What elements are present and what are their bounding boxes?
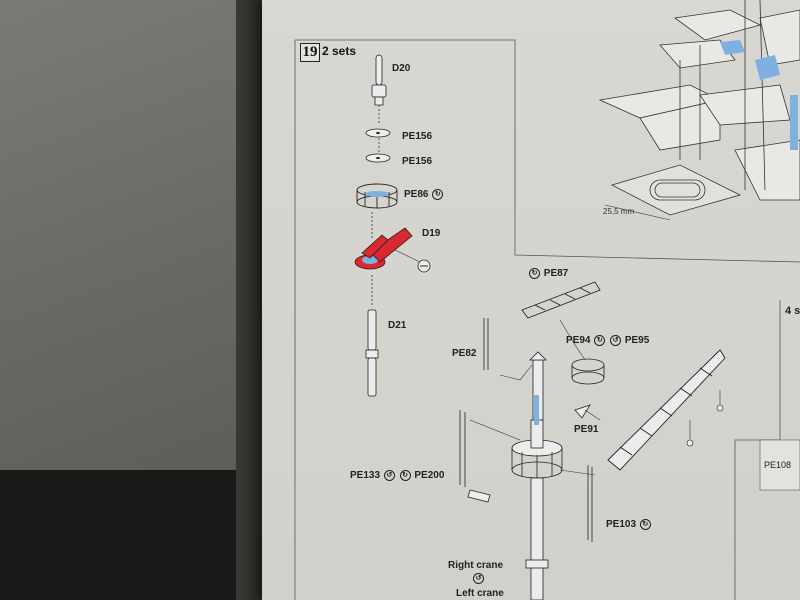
- measure-line: [604, 204, 671, 221]
- flip-icon: ↻: [399, 470, 411, 481]
- tower-blue-highlight: [534, 395, 539, 425]
- hook-b: [716, 404, 724, 412]
- step-sets-label: 2 sets: [322, 44, 357, 58]
- dark-floor: [0, 470, 260, 600]
- pe86-blue-part: [365, 191, 389, 197]
- label-pe94-pe95: PE94 ↻ ↺ PE95: [566, 335, 649, 347]
- part-pe82: [483, 318, 489, 370]
- flip-icon: ↻: [529, 268, 540, 279]
- label-right-crane: Right crane: [448, 560, 504, 571]
- leader-lines: [469, 319, 601, 476]
- part-pe133: [459, 410, 491, 503]
- next-step-partial: 4 s: [785, 305, 800, 317]
- part-pe91: [574, 404, 591, 419]
- label-left-crane: Left crane: [456, 588, 504, 599]
- pe87-text: PE87: [543, 268, 569, 280]
- part-d19: [354, 227, 413, 270]
- flip-icon: ↻: [639, 519, 651, 530]
- label-pe82: PE82: [452, 348, 477, 359]
- label-d21: D21: [388, 320, 407, 331]
- pe108-part: [759, 439, 800, 491]
- glue-icon: ↺: [473, 573, 484, 585]
- glue-icon: ↺: [383, 470, 395, 481]
- pe95-text: PE95: [624, 335, 650, 347]
- label-pe156-b: PE156: [402, 156, 433, 167]
- label-pe87: ↻ PE87: [528, 268, 568, 280]
- pe94-text: PE94: [566, 335, 591, 347]
- label-pe103: PE103 ↻: [606, 519, 652, 531]
- deck-diagram: [598, 0, 800, 216]
- part-pe103: [587, 465, 593, 542]
- part-d21: [365, 309, 379, 397]
- flip-icon: ↻: [594, 335, 606, 346]
- pe200-text: PE200: [414, 470, 445, 482]
- right-crane-icon: ↺: [472, 573, 485, 585]
- part-pe87: [521, 281, 601, 319]
- deck-blue-highlight: [720, 40, 798, 150]
- step-number: 19: [300, 43, 320, 62]
- pe86-text: PE86: [404, 189, 429, 201]
- crane-jib: [607, 349, 726, 471]
- label-pe91: PE91: [574, 424, 599, 435]
- measurement-label: 25,5 mm: [603, 207, 635, 216]
- label-pe108: PE108: [764, 460, 792, 470]
- label-pe133-pe200: PE133 ↺ ↻ PE200: [350, 470, 444, 482]
- cardboard-box: [0, 0, 250, 525]
- label-pe86: PE86 ↻: [404, 189, 444, 201]
- next-step-frame: [734, 300, 781, 600]
- crane-tower: [511, 351, 563, 600]
- flip-icon: ↻: [432, 189, 444, 200]
- hook-a: [686, 439, 694, 447]
- label-d20: D20: [392, 63, 411, 74]
- pe103-text: PE103: [606, 519, 637, 531]
- step-frame-line: [295, 39, 800, 263]
- part-d20: [371, 54, 387, 106]
- part-pe94: [571, 358, 605, 385]
- label-d19: D19: [422, 228, 441, 239]
- pe133-text: PE133: [350, 470, 381, 482]
- label-pe156-a: PE156: [402, 131, 433, 142]
- glue-icon: ↺: [610, 335, 622, 346]
